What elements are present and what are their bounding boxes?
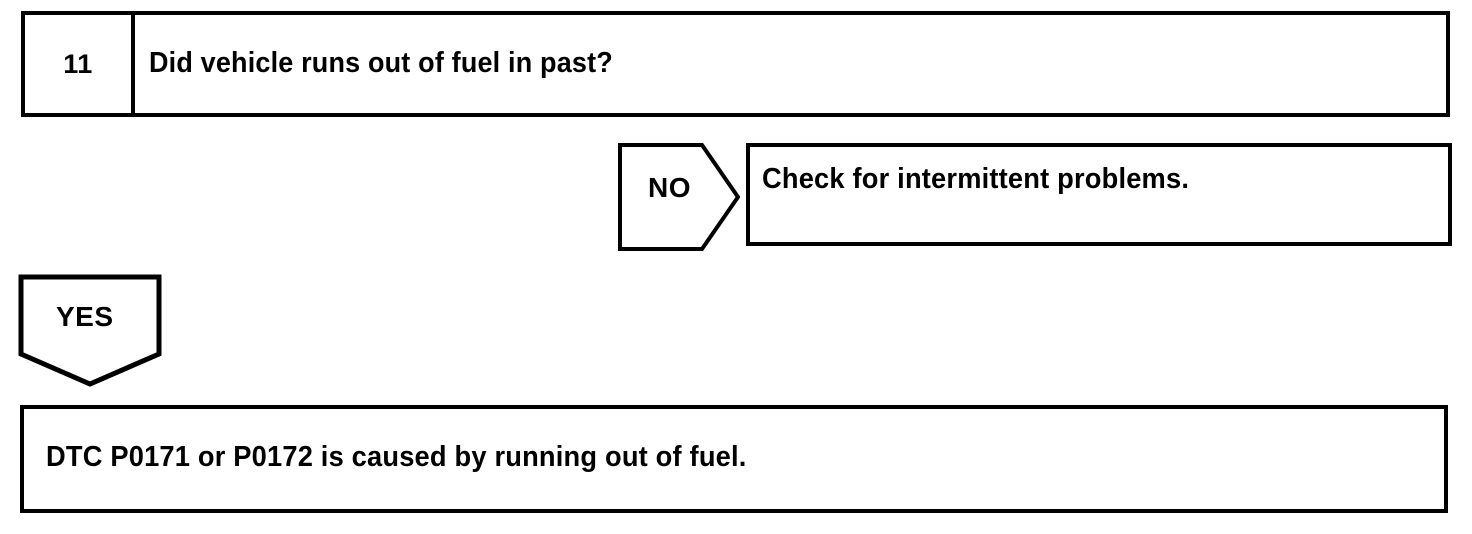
yes-branch-arrow-icon xyxy=(18,274,162,388)
no-arrow-polygon xyxy=(618,143,740,251)
no-result-text: Check for intermittent problems. xyxy=(762,163,1190,195)
yes-arrow-shape xyxy=(18,274,162,387)
step-question-cell: Did vehicle runs out of fuel in past? xyxy=(135,15,1446,113)
step-question-text: Did vehicle runs out of fuel in past? xyxy=(149,47,613,80)
no-branch-label: NO xyxy=(648,172,691,203)
step-number-text: 11 xyxy=(63,48,93,79)
no-result-box: Check for intermittent problems. xyxy=(746,143,1452,246)
conclusion-text: DTC P0171 or P0172 is caused by running … xyxy=(46,441,747,473)
no-branch-arrow-icon xyxy=(618,143,740,251)
no-arrow-shape xyxy=(618,143,740,251)
yes-branch-label: YES xyxy=(56,301,114,332)
conclusion-box: DTC P0171 or P0172 is caused by running … xyxy=(20,405,1448,513)
yes-arrow-polygon xyxy=(18,274,162,387)
step-question-box: 11 Did vehicle runs out of fuel in past? xyxy=(21,11,1450,117)
step-number-cell: 11 xyxy=(25,15,135,113)
